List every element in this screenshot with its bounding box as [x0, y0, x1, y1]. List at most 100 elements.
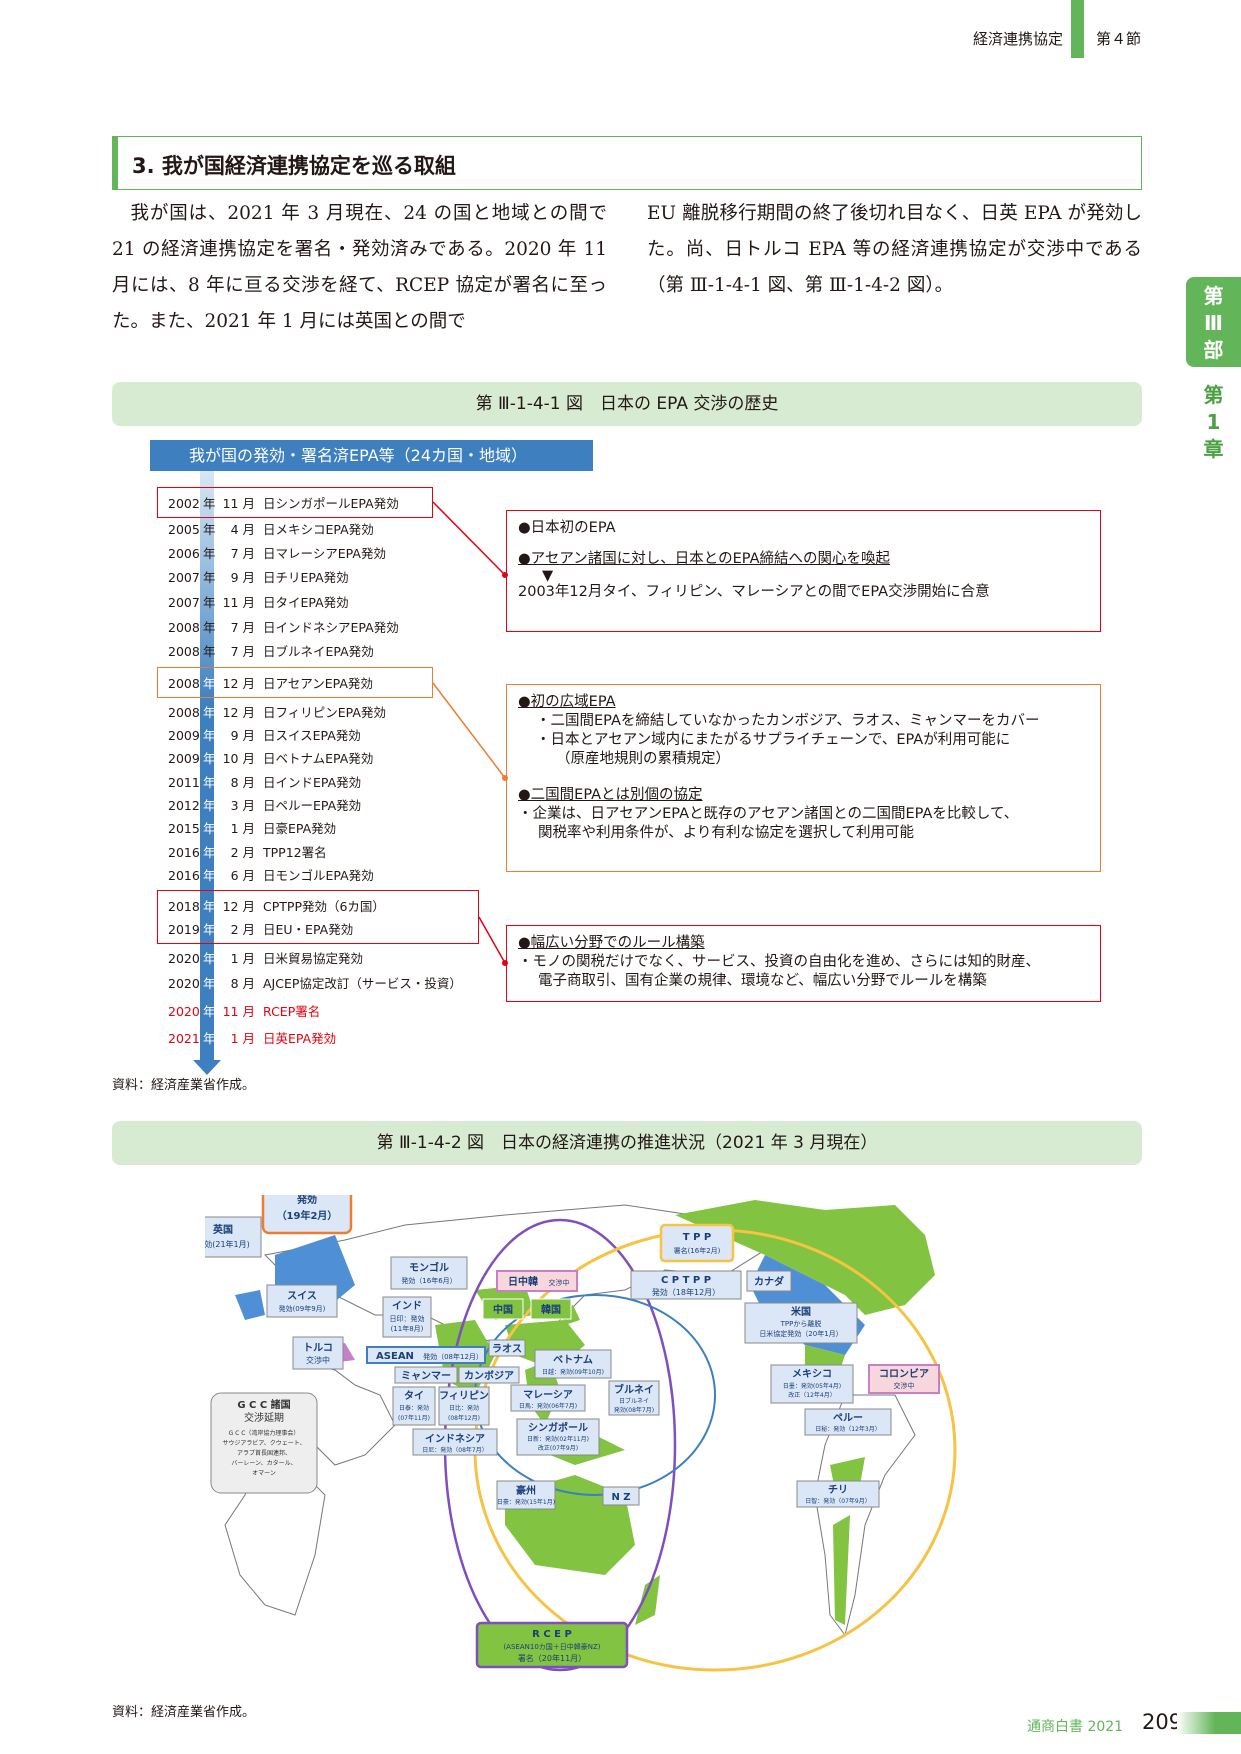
label-philippines-status: 日比：発効: [449, 1404, 479, 1412]
label-india-date: (11年8月): [391, 1324, 424, 1333]
part-tab-label: 第 Ⅲ 部: [1203, 284, 1224, 362]
label-vietnam: ベトナム: [553, 1354, 593, 1366]
note-first-epa: ●日本初のEPA ●アセアン諸国に対し、日本とのEPA締結への関心を喚起 ▼ 2…: [518, 519, 990, 602]
timeline-event: 日英EPA発効: [263, 1031, 337, 1046]
timeline-event: 日メキシコEPA発効: [263, 522, 374, 537]
label-laos: ラオス: [492, 1343, 522, 1355]
timeline-year-unit: 年: [203, 951, 216, 966]
note-asean-epa: ●初の広域EPA ・二国間EPAを締結していなかったカンボジア、ラオス、ミャンマ…: [518, 693, 1040, 843]
timeline-year: 2005: [168, 522, 200, 537]
label-indonesia-status: 日尼：発効（08年7月）: [422, 1446, 487, 1454]
label-brunei-status: 日ブルネイ: [619, 1397, 649, 1405]
note2-heading-2: ●二国間EPAとは別個の協定: [518, 787, 703, 803]
label-eu-status: 発効: [296, 1195, 317, 1206]
timeline-axis: [200, 471, 214, 1061]
label-thailand-status: 日泰：発効: [399, 1404, 429, 1412]
timeline-year: 2021: [168, 1031, 200, 1046]
timeline-year: 2016: [168, 868, 200, 883]
timeline-year-unit: 年: [203, 1031, 216, 1046]
timeline-month: 12 月: [222, 705, 255, 720]
note1-line: 2003年12月タイ、フィリピン、マレーシアとの間でEPA交渉開始に合意: [518, 584, 990, 600]
timeline-year: 2007: [168, 595, 200, 610]
timeline-year: 2020: [168, 951, 200, 966]
highlight-cptpp-eu: [157, 890, 479, 944]
label-thailand-date: (07年11月): [398, 1414, 430, 1422]
label-brunei: ブルネイ: [614, 1383, 654, 1396]
timeline-month: 11 月: [222, 595, 255, 610]
note3-heading: ●幅広い分野でのルール構築: [518, 935, 705, 951]
timeline-year-unit: 年: [203, 868, 216, 883]
note2-line-2: ・日本とアセアン域内にまたがるサプライチェーンで、EPAが利用可能に: [536, 732, 1011, 748]
timeline-year-unit: 年: [203, 798, 216, 813]
part-tab[interactable]: 第 Ⅲ 部: [1186, 277, 1241, 367]
timeline-arrow-icon: [193, 1060, 221, 1075]
timeline-year: 2008: [168, 620, 200, 635]
timeline-event: 日米貿易協定発効: [263, 951, 364, 966]
timeline-month: 11 月: [222, 496, 255, 511]
note-box-asean-epa: [506, 684, 1101, 872]
timeline-year: 2018: [168, 899, 200, 914]
timeline-year-unit: 年: [203, 976, 216, 991]
timeline-year: 2016: [168, 845, 200, 860]
timeline-year: 2020: [168, 976, 200, 991]
label-china: 中国: [493, 1303, 513, 1316]
label-australia: 豪州: [516, 1484, 536, 1497]
header-accent-bar: [1071, 0, 1084, 58]
epa-list-header: 我が国の発効・署名済EPA等（24カ国・地域）: [150, 440, 593, 471]
note2-line-3: （原産地規則の累積規定）: [556, 751, 730, 767]
section-title: 3. 我が国経済連携協定を巡る取組: [112, 136, 1142, 190]
timeline-year: 2007: [168, 570, 200, 585]
label-nz: N Z: [611, 1492, 630, 1503]
timeline-year-unit: 年: [203, 899, 216, 914]
note2-line-1: ・二国間EPAを締結していなかったカンボジア、ラオス、ミャンマーをカバー: [536, 713, 1040, 729]
label-gcc-line1: G C C（湾岸協力理事会）: [229, 1429, 300, 1437]
label-thailand: タイ: [404, 1390, 424, 1402]
note-box-first-epa: [506, 510, 1101, 632]
label-uk-status: 発効(21年1月): [205, 1239, 250, 1249]
note2-line-5: 関税率や利用条件が、より有利な協定を選択して利用可能: [538, 825, 914, 841]
label-eu-date: （19年2月）: [277, 1209, 338, 1222]
timeline-month: 4 月: [230, 522, 255, 537]
label-singapore-revision: 改正(07年9月): [538, 1444, 578, 1452]
timeline-month: 11 月: [222, 1004, 255, 1019]
timeline-month: 12 月: [222, 899, 255, 914]
timeline-event: CPTPP発効（6カ国）: [263, 899, 385, 914]
header-section: 経済連携協定: [972, 30, 1063, 48]
header-part: 第４節: [1096, 30, 1142, 48]
timeline-year-unit: 年: [203, 728, 216, 743]
label-philippines: フィリピン: [439, 1390, 489, 1402]
note-rules: ●幅広い分野でのルール構築 ・モノの関税だけでなく、サービス、投資の自由化を進め…: [518, 934, 1040, 991]
timeline-year-unit: 年: [203, 522, 216, 537]
timeline-event: AJCEP協定改訂（サービス・投資）: [263, 976, 462, 991]
timeline-year: 2009: [168, 728, 200, 743]
label-switzerland: スイス: [287, 1290, 317, 1302]
label-turkey: トルコ: [303, 1342, 333, 1354]
label-switzerland-status: 発効(09年9月): [279, 1304, 326, 1313]
timeline-month: 8 月: [230, 976, 255, 991]
timeline-year-unit: 年: [203, 1004, 216, 1019]
note1-heading-2: ●アセアン諸国に対し、日本とのEPA締結への関心を喚起: [518, 551, 891, 567]
timeline-event: 日ペルーEPA発効: [263, 798, 362, 813]
label-mexico-status: 日墨：発効(05年4月): [783, 1382, 841, 1390]
label-peru: ペルー: [833, 1413, 863, 1424]
timeline-month: 7 月: [230, 644, 255, 659]
timeline-year-unit: 年: [203, 922, 216, 937]
timeline-month: 9 月: [230, 570, 255, 585]
label-indonesia: インドネシア: [425, 1433, 485, 1445]
economic-partnership-map: E U 発効 （19年2月） 英国 発効(21年1月) スイス 発効(09年9月…: [205, 1195, 957, 1672]
timeline-event: RCEP署名: [263, 1004, 321, 1019]
timeline-month: 9 月: [230, 728, 255, 743]
label-india: インド: [392, 1300, 422, 1312]
label-gcc-line3: アラブ首長国連邦、: [237, 1449, 291, 1457]
page-number: 209: [1142, 1710, 1183, 1734]
chapter-tab[interactable]: 第 1 章: [1186, 382, 1241, 463]
timeline-event: 日タイEPA発効: [263, 595, 349, 610]
label-cambodia: カンボジア: [464, 1369, 514, 1382]
timeline-year: 2019: [168, 922, 200, 937]
timeline-month: 2 月: [230, 922, 255, 937]
timeline-year: 2020: [168, 1004, 200, 1019]
timeline-event: 日マレーシアEPA発効: [263, 546, 386, 561]
timeline-year: 2008: [168, 705, 200, 720]
label-india-status: 日印：発効: [390, 1314, 425, 1323]
label-gcc: G C C 諸国: [237, 1398, 290, 1411]
